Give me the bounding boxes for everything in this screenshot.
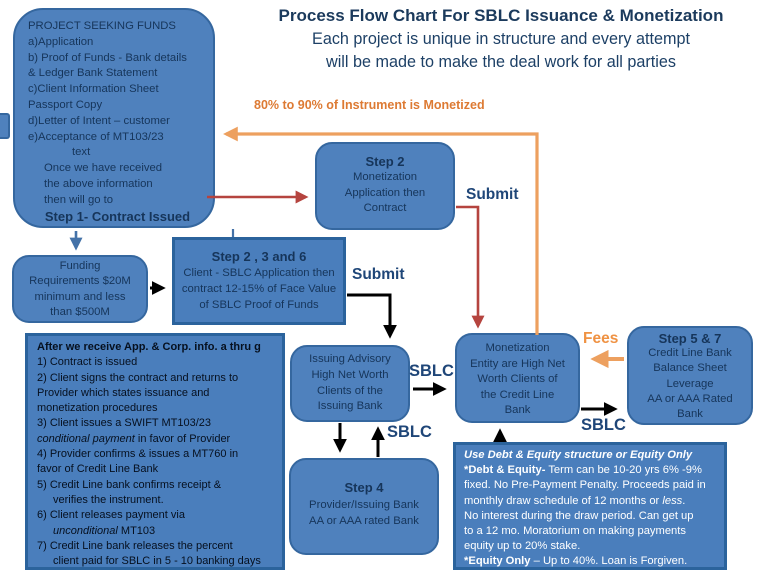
submit-label-1: Submit [466, 186, 519, 203]
submit-label-2: Submit [352, 266, 405, 283]
debt-equity-box: Use Debt & Equity structure or Equity On… [453, 442, 727, 570]
title-block: Process Flow Chart For SBLC Issuance & M… [236, 4, 766, 74]
arrow-step236-submit-to-issuing [347, 293, 397, 339]
sblc-label-1: SBLC [409, 362, 454, 380]
fees-label: Fees [583, 330, 619, 347]
subtitle-line-2: will be made to make the deal work for a… [326, 53, 676, 71]
sblc-label-3: SBLC [581, 416, 626, 434]
monetized-note: 80% to 90% of Instrument is Monetized [254, 98, 485, 112]
sblc-label-2: SBLC [387, 423, 432, 441]
after-we-receive-box: After we receive App. & Corp. info. a th… [25, 333, 285, 570]
clipped-shape-fragment [0, 113, 10, 139]
subtitle-line-1: Each project is unique in structure and … [312, 30, 690, 48]
page-title: Process Flow Chart For SBLC Issuance & M… [278, 6, 724, 25]
arrow-step2-submit-to-monetization [456, 205, 485, 329]
